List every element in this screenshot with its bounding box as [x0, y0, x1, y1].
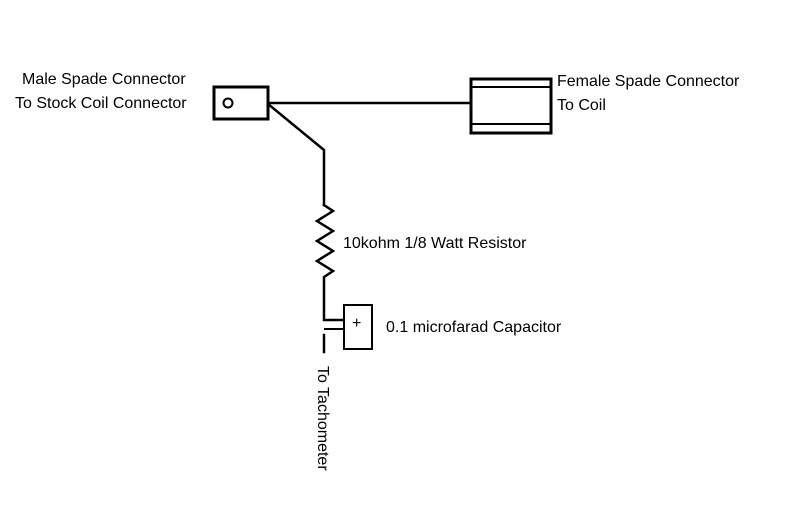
male-connector-hole — [222, 97, 234, 109]
female-connector-label-line2: To Coil — [557, 97, 606, 114]
branch-wire — [266, 102, 326, 207]
female-spade-connector — [469, 77, 553, 135]
capacitor-symbol: + — [324, 304, 373, 350]
male-connector-body — [212, 85, 270, 121]
male-connector-label-line2: To Stock Coil Connector — [15, 95, 187, 112]
resistor-label: 10kohm 1/8 Watt Resistor — [343, 235, 527, 252]
capacitor-plus-sign: + — [352, 315, 361, 332]
resistor-symbol — [314, 203, 346, 322]
male-connector-label-line1: Male Spade Connector — [22, 71, 186, 88]
tachometer-label: To Tachometer — [314, 366, 331, 471]
capacitor-body — [343, 304, 373, 350]
male-spade-connector — [212, 85, 270, 121]
capacitor-label: 0.1 microfarad Capacitor — [386, 319, 562, 336]
female-connector-label-line1: Female Spade Connector — [557, 73, 740, 90]
